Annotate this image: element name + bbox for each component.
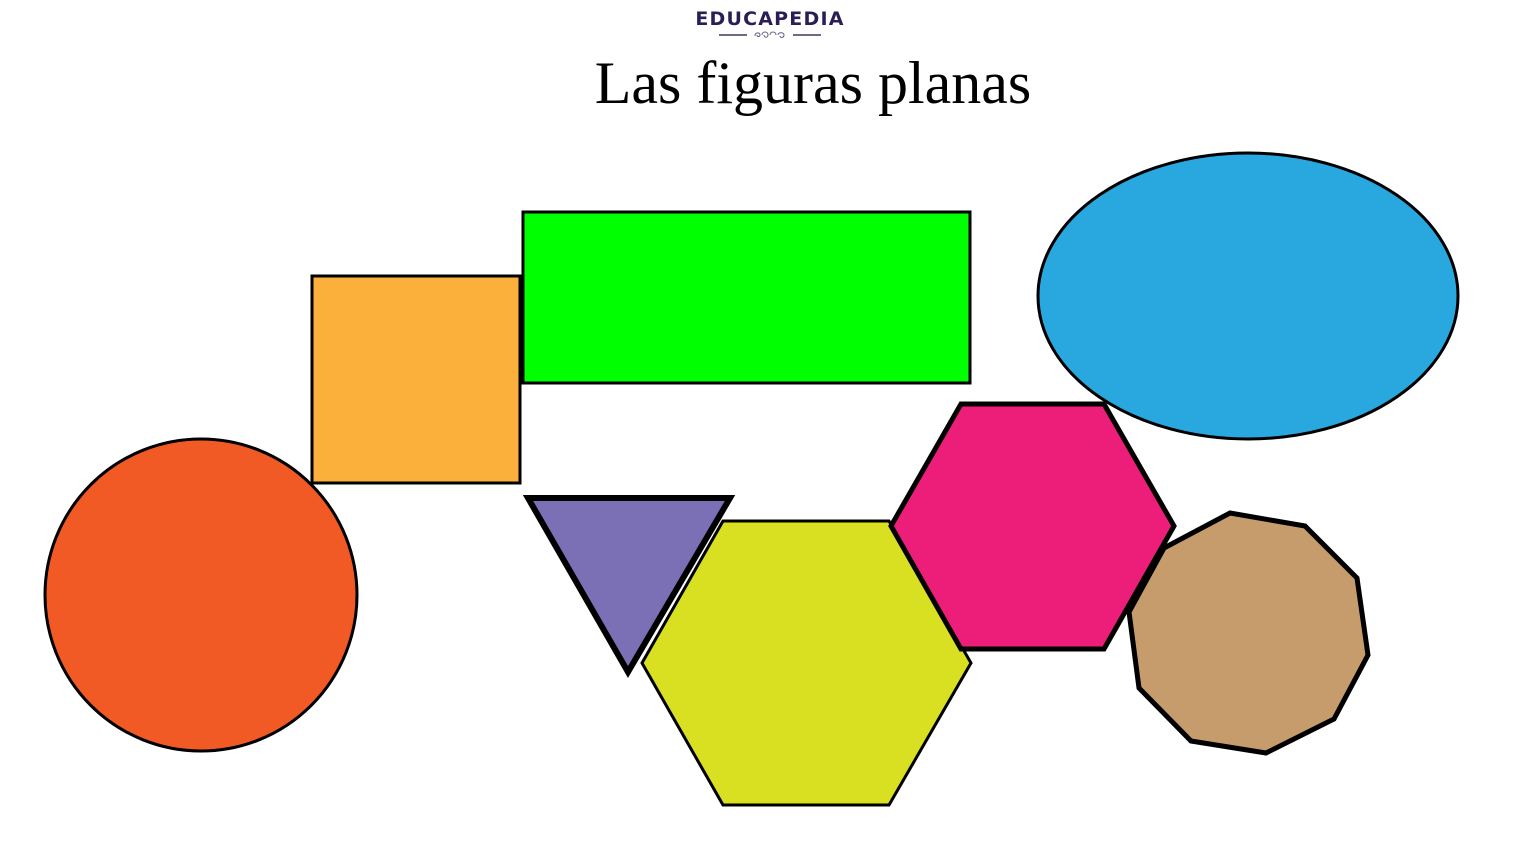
square-shape	[310, 274, 522, 485]
page-title: Las figuras planas	[594, 50, 1032, 116]
ornament-swirl-icon	[754, 31, 785, 38]
logo-ornament	[680, 30, 860, 40]
magenta-hexagon-shape	[888, 401, 1177, 652]
triangle-shape	[522, 495, 736, 678]
yellow-hexagon-shape	[640, 519, 973, 807]
ellipse-shape	[1036, 151, 1460, 441]
circle-shape	[43, 437, 359, 753]
rectangle-shape	[521, 210, 972, 385]
ornament-line-right	[793, 34, 821, 36]
educapedia-logo: EDUCAPEDIA	[680, 8, 860, 40]
logo-text: EDUCAPEDIA	[695, 8, 845, 30]
decagon-shape	[1126, 510, 1371, 756]
ornament-line-left	[719, 34, 747, 36]
